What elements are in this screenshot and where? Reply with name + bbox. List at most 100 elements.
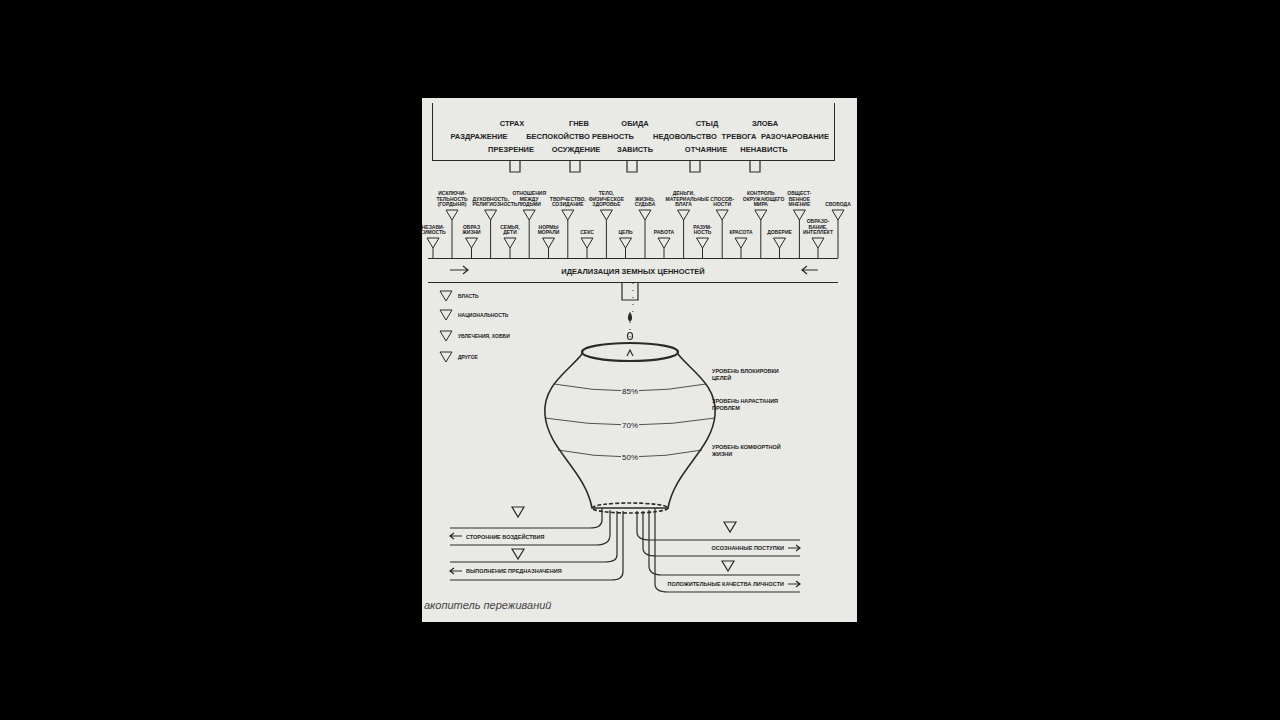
value-funnel (755, 210, 767, 220)
band-title: ИДЕАЛИЗАЦИЯ ЗЕМНЫХ ЦЕННОСТЕЙ (559, 266, 707, 275)
value-label: КРАСОТА (725, 230, 757, 236)
value-pipe (722, 220, 723, 258)
emotion-word: ЗЛОБА (752, 119, 778, 128)
value-pipe (645, 220, 646, 258)
flow-label: ОСОЗНАННЫЕ ПОСТУПКИ (712, 545, 784, 551)
level-percent: 85% (621, 387, 639, 396)
emotion-word: ОСУЖДЕНИЕ (552, 145, 601, 154)
value-funnel (639, 210, 651, 220)
level-percent: 50% (621, 453, 639, 462)
value-label: ДОВЕРИЕ (764, 230, 796, 236)
value-funnel (543, 238, 555, 248)
value-pipe (529, 220, 530, 258)
value-label: ОБРАЗ ЖИЗНИ (456, 225, 488, 237)
vessel-body (545, 354, 715, 508)
value-pipe (490, 220, 491, 258)
level-label: УРОВЕНЬ КОМФОРТНОЙ ЖИЗНИ (712, 444, 792, 457)
flow-label: СТОРОННИЕ ВОЗДЕЙСТВИЯ (466, 534, 544, 540)
value-label: ДЕНЬГИ, МАТЕРИАЛЬНЫЕ БЛАГА (666, 191, 702, 208)
vessel-rim (582, 343, 678, 361)
value-label: СВОБОДА (820, 202, 856, 208)
value-pipe (567, 220, 568, 258)
emotion-word: РАЗОЧАРОВАНИЕ (761, 132, 829, 141)
value-pipe (452, 220, 453, 258)
value-funnel (793, 210, 805, 220)
value-pipe (664, 248, 665, 258)
value-funnel (466, 238, 478, 248)
legend-funnel (439, 330, 453, 342)
emotion-word: РАЗДРАЖЕНИЕ (450, 132, 507, 141)
value-label: СПОСОБ- НОСТИ (704, 197, 740, 209)
value-label: НОРМЫ МОРАЛИ (533, 225, 565, 237)
value-funnel (427, 238, 439, 248)
flow-label: ВЫПОЛНЕНИЕ ПРЕДНАЗНАЧЕНИЯ (466, 568, 562, 574)
emotion-word: ОБИДА (621, 119, 648, 128)
value-pipe (779, 248, 780, 258)
value-funnel (697, 238, 709, 248)
vessel-strokes (545, 343, 715, 513)
emotion-word: НЕНАВИСТЬ (740, 145, 787, 154)
level-label: УРОВЕНЬ НАРАСТАНИЯ ПРОБЛЕМ (712, 398, 792, 411)
value-pipe (510, 248, 511, 258)
legend-text: УВЛЕЧЕНИЯ, ХОББИ (458, 333, 510, 339)
emotion-word: ГНЕВ (569, 119, 589, 128)
value-pipe (625, 248, 626, 258)
value-label: СЕМЬЯ, ДЕТИ (494, 225, 526, 237)
legend-funnel-shape (440, 331, 452, 341)
legend-text: ВЛАСТЬ (458, 293, 479, 299)
legend-funnel (439, 290, 453, 302)
emotion-word: НЕДОВОЛЬСТВО (653, 132, 717, 141)
value-pipe (818, 248, 819, 258)
value-label: ИСКЛЮЧИ- ТЕЛЬНОСТЬ (ГОРДЫНЯ) (434, 191, 470, 208)
value-funnel (658, 238, 670, 248)
value-pipe (548, 248, 549, 258)
value-pipe (702, 248, 703, 258)
value-label: КОНТРОЛЬ ОКРУЖАЮЩЕГО МИРА (743, 191, 779, 208)
value-funnel (600, 210, 612, 220)
legend-funnel-shape (440, 291, 452, 301)
value-pipe (741, 248, 742, 258)
legend-text: ДРУГОЕ (458, 354, 478, 360)
value-funnel (446, 210, 458, 220)
value-label: ОТНОШЕНИЯ МЕЖДУ ЛЮДЬМИ (511, 191, 547, 208)
emotion-word: ПРЕЗРЕНИЕ (488, 145, 534, 154)
value-label: РАБОТА (648, 230, 680, 236)
emotion-word: ОТЧАЯНИЕ (685, 145, 727, 154)
value-label: ТЕЛО, ФИЗИЧЕСКОЕ ЗДОРОВЬЕ (588, 191, 624, 208)
value-label: ОБЩЕСТ- ВЕННОЕ МНЕНИЕ (781, 191, 817, 208)
emotion-word: БЕСПОКОЙСТВО (526, 132, 590, 141)
value-pipe (587, 248, 588, 258)
value-funnel (716, 210, 728, 220)
value-funnel (735, 238, 747, 248)
emotion-word: СТРАХ (500, 119, 525, 128)
legend-text: НАЦИОНАЛЬНОСТЬ (458, 312, 508, 318)
value-label: ЦЕЛЬ (610, 230, 642, 236)
value-label: НЕЗАВИ- СИМОСТЬ (417, 225, 449, 237)
value-funnel (812, 238, 824, 248)
value-pipe (606, 220, 607, 258)
value-funnel (485, 210, 497, 220)
vessel-base (592, 503, 668, 513)
legend-funnel (439, 309, 453, 321)
value-label: РАЗУМ- НОСТЬ (687, 225, 719, 237)
value-pipe (683, 220, 684, 258)
value-funnel (562, 210, 574, 220)
value-funnel (774, 238, 786, 248)
emotion-word: ТРЕВОГА (722, 132, 757, 141)
drip-connector (630, 283, 633, 340)
value-pipe (433, 248, 434, 258)
value-funnel (678, 210, 690, 220)
value-pipe (760, 220, 761, 258)
flow-label: ПОЛОЖИТЕЛЬНЫЕ КАЧЕСТВА ЛИЧНОСТИ (668, 581, 784, 587)
emotion-tray: СТРАХГНЕВОБИДАСТЫДЗЛОБАРАЗДРАЖЕНИЕБЕСПОК… (432, 103, 835, 161)
emotion-word: РЕВНОСТЬ (592, 132, 634, 141)
value-pipe (799, 220, 800, 258)
legend-funnel (439, 351, 453, 363)
level-percent: 70% (621, 421, 639, 430)
value-label: ДУХОВНОСТЬ, РЕЛИГИОЗНОСТЬ (473, 197, 509, 209)
value-funnel (832, 210, 844, 220)
figure-caption: акопитель переживаний (424, 599, 551, 611)
value-pipe (471, 248, 472, 258)
value-funnel (523, 210, 535, 220)
legend-funnel-shape (440, 310, 452, 320)
